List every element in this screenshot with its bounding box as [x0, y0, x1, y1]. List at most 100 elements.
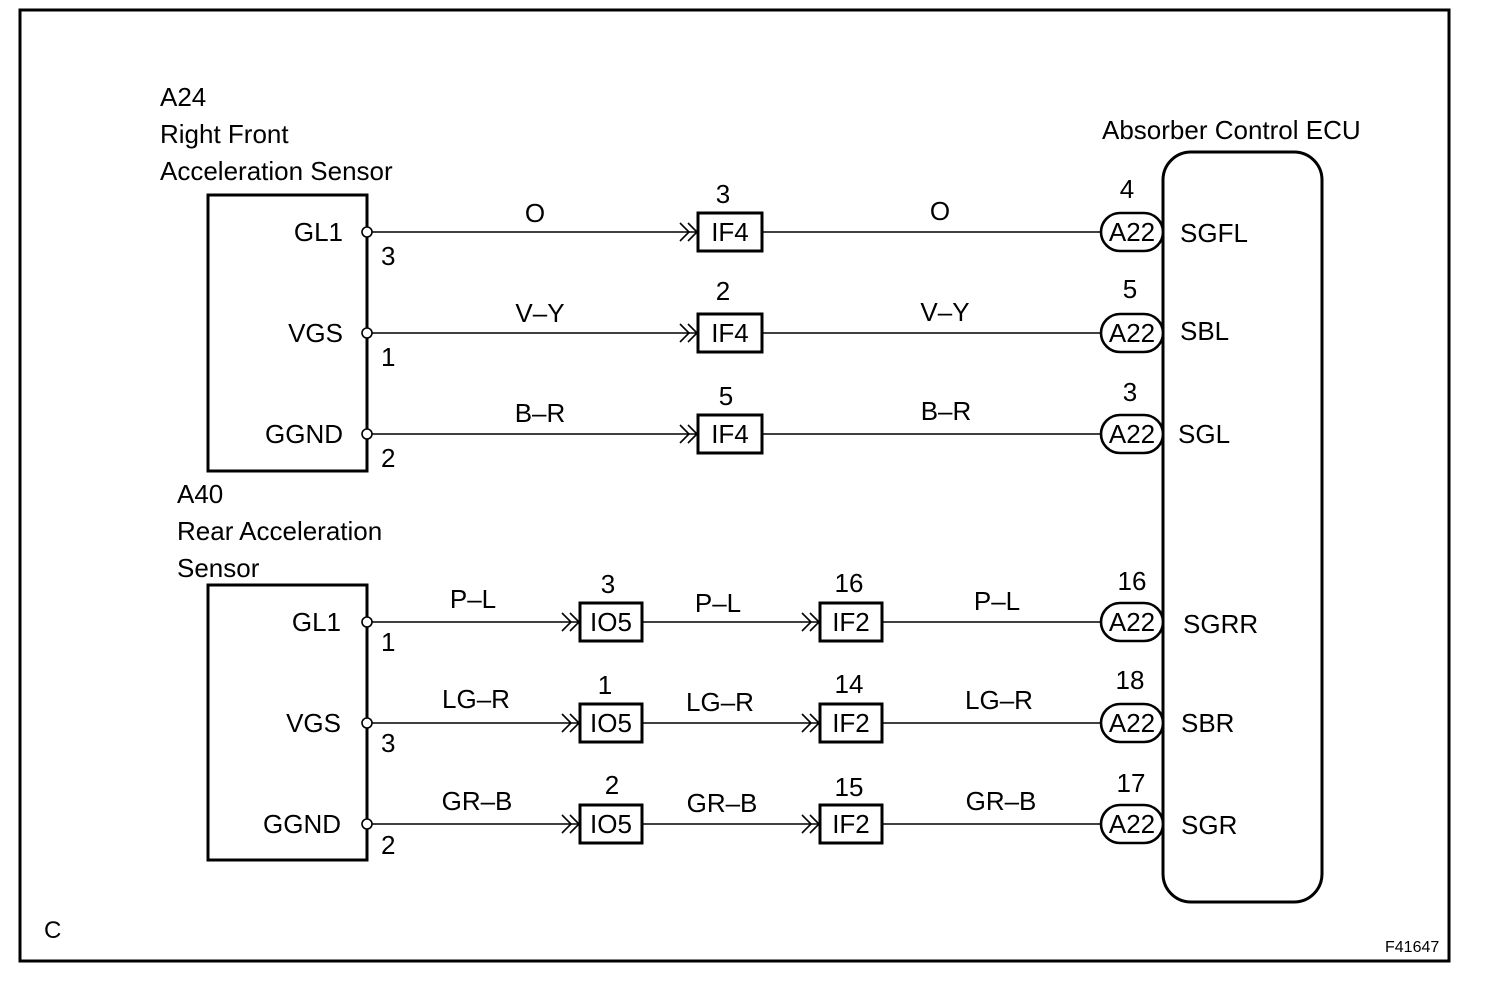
ecu-terminal-label: SGRR [1183, 609, 1258, 639]
ecu-terminal-label: SGR [1181, 810, 1237, 840]
junction-connector [696, 413, 764, 455]
diagram-frame [18, 8, 1451, 963]
front-sensor-code: A24 [160, 82, 206, 112]
wire-color-label: LG–R [686, 687, 754, 717]
ecu-connector [1099, 413, 1165, 455]
junction-pin-number: 2 [605, 770, 619, 800]
sensor-pin-number: 1 [381, 342, 395, 372]
rear-sensor-name-line-1: Rear Acceleration [177, 516, 382, 546]
junction-connector-label: IF4 [711, 318, 749, 348]
ecu-box [1161, 150, 1324, 904]
sensor-pin-terminal-icon [361, 226, 373, 238]
wire-color-label: LG–R [442, 684, 510, 714]
front-acceleration-sensor: A24 Right Front Acceleration Sensor [160, 82, 393, 473]
rear-sensor-code: A40 [177, 479, 223, 509]
ecu-pin-number: 16 [1118, 566, 1147, 596]
junction-pin-number: 3 [601, 569, 615, 599]
ecu-connector [1099, 601, 1165, 643]
ecu-pin-number: 3 [1123, 377, 1137, 407]
junction-pin-number: 14 [835, 669, 864, 699]
ecu-pin-number: 4 [1120, 174, 1134, 204]
front-sensor-name-line-2: Acceleration Sensor [160, 156, 393, 186]
junction-pin-number: 3 [716, 179, 730, 209]
wire-color-label: P–L [450, 584, 496, 614]
sensor-terminal-label: GGND [265, 419, 343, 449]
wire-color-label: P–L [695, 588, 741, 618]
front-sensor-box [206, 193, 369, 473]
wire-color-label: B–R [515, 398, 566, 428]
sensor-pin-number: 3 [381, 728, 395, 758]
sensor-pin-number: 2 [381, 830, 395, 860]
sensor-pin-number: 1 [381, 627, 395, 657]
junction-connector [818, 702, 884, 744]
junction-connector [696, 312, 764, 354]
corner-label: C [44, 917, 61, 944]
junction-connector [818, 803, 884, 845]
junction-pin-number: 2 [716, 276, 730, 306]
ecu-connector [1099, 803, 1165, 845]
junction-connector [578, 601, 644, 643]
ecu-terminal-label: SGFL [1180, 218, 1248, 248]
junction-connector-label: IF2 [832, 809, 870, 839]
wire-color-label: GR–B [442, 786, 513, 816]
sensor-pin-terminal-icon [361, 428, 373, 440]
sensor-pin-terminal-icon [361, 717, 373, 729]
rear-sensor-box [206, 583, 369, 862]
wire-color-label: P–L [974, 586, 1020, 616]
sensor-pin-number: 2 [381, 443, 395, 473]
junction-connector-label: IO5 [590, 809, 632, 839]
junction-pin-number: 1 [598, 670, 612, 700]
ecu-terminal-label: SBL [1180, 316, 1229, 346]
wire-color-label: V–Y [920, 297, 969, 327]
junction-connector [578, 702, 644, 744]
ecu-connector [1099, 211, 1165, 253]
junction-pin-number: 5 [719, 381, 733, 411]
wire-color-label: LG–R [965, 685, 1033, 715]
junction-connector-label: IO5 [590, 708, 632, 738]
front-sensor-name-line-1: Right Front [160, 119, 289, 149]
junction-pin-number: 16 [835, 568, 864, 598]
rear-sensor-name-line-2: Sensor [177, 553, 260, 583]
sensor-terminal-label: VGS [286, 708, 341, 738]
ecu-connector-label: A22 [1109, 217, 1155, 247]
figure-id: F41647 [1385, 939, 1439, 956]
ecu-connector-label: A22 [1109, 708, 1155, 738]
junction-connector-label: IF2 [832, 607, 870, 637]
ecu-connector-label: A22 [1109, 809, 1155, 839]
junction-connector-label: IF2 [832, 708, 870, 738]
wire-color-label: GR–B [966, 786, 1037, 816]
sensor-terminal-label: GL1 [292, 607, 341, 637]
ecu-pin-number: 5 [1123, 274, 1137, 304]
ecu-connector [1099, 312, 1165, 354]
sensor-terminal-label: GL1 [294, 217, 343, 247]
ecu-connector [1099, 702, 1165, 744]
ecu-pin-number: 17 [1117, 768, 1146, 798]
wire-color-label: O [930, 196, 950, 226]
sensor-pin-number: 3 [381, 241, 395, 271]
junction-connector-label: IO5 [590, 607, 632, 637]
sensor-pin-terminal-icon [361, 327, 373, 339]
junction-connector [578, 803, 644, 845]
ecu-terminal-label: SGL [1178, 419, 1230, 449]
sensor-terminal-label: GGND [263, 809, 341, 839]
absorber-control-ecu: Absorber Control ECU [1102, 115, 1361, 904]
sensor-terminal-label: VGS [288, 318, 343, 348]
ecu-title: Absorber Control ECU [1102, 115, 1361, 145]
ecu-connector-label: A22 [1109, 419, 1155, 449]
ecu-connector-label: A22 [1109, 318, 1155, 348]
junction-pin-number: 15 [835, 772, 864, 802]
junction-connector-label: IF4 [711, 217, 749, 247]
wire-color-label: V–Y [515, 298, 564, 328]
ecu-pin-number: 18 [1116, 665, 1145, 695]
ecu-connector-label: A22 [1109, 607, 1155, 637]
wire-color-label: B–R [921, 396, 972, 426]
wire-color-label: O [525, 198, 545, 228]
rear-acceleration-sensor: A40 Rear Acceleration Sensor [177, 479, 382, 862]
